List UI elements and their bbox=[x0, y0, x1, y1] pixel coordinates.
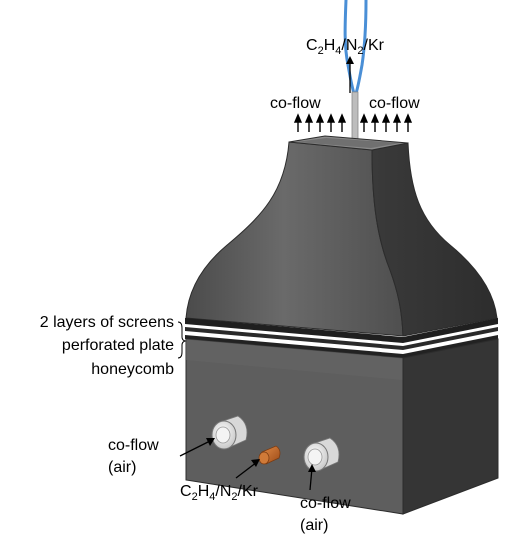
fuel-tube bbox=[351, 91, 359, 145]
bottom-gas-label: C2H4/N2/Kr bbox=[180, 483, 259, 503]
leader-arrow-left-icon bbox=[179, 438, 215, 457]
coflow-inlet-left bbox=[211, 415, 248, 450]
flame bbox=[343, 0, 368, 97]
fuel-inlet-port bbox=[258, 445, 281, 465]
fuel-flow-arrow-icon bbox=[346, 56, 354, 93]
settling-chamber bbox=[185, 338, 499, 515]
coflow-inlet-left-label: co-flow (air) bbox=[108, 437, 163, 476]
coflow-inlet-right bbox=[303, 437, 340, 472]
layers-bracket-icon bbox=[177, 321, 187, 359]
coflow-inlet-right-label: co-flow (air) bbox=[300, 495, 355, 534]
honeycomb-label: honeycomb bbox=[91, 361, 174, 378]
leader-arrow-right-icon bbox=[308, 464, 316, 491]
coflow-label-top-right: co-flow bbox=[369, 95, 420, 112]
leader-arrow-fuel-icon bbox=[235, 459, 260, 479]
flange-band bbox=[185, 318, 498, 358]
top-gas-label: C2H4/N2/Kr bbox=[306, 37, 385, 57]
screens-label: 2 layers of screens bbox=[40, 314, 174, 331]
coflow-arrows-right-icon bbox=[359, 113, 413, 132]
coflow-label-top-left: co-flow bbox=[270, 95, 321, 112]
contraction-section bbox=[185, 135, 498, 337]
perforated-plate-label: perforated plate bbox=[62, 337, 174, 354]
coflow-arrows-left-icon bbox=[293, 113, 347, 132]
